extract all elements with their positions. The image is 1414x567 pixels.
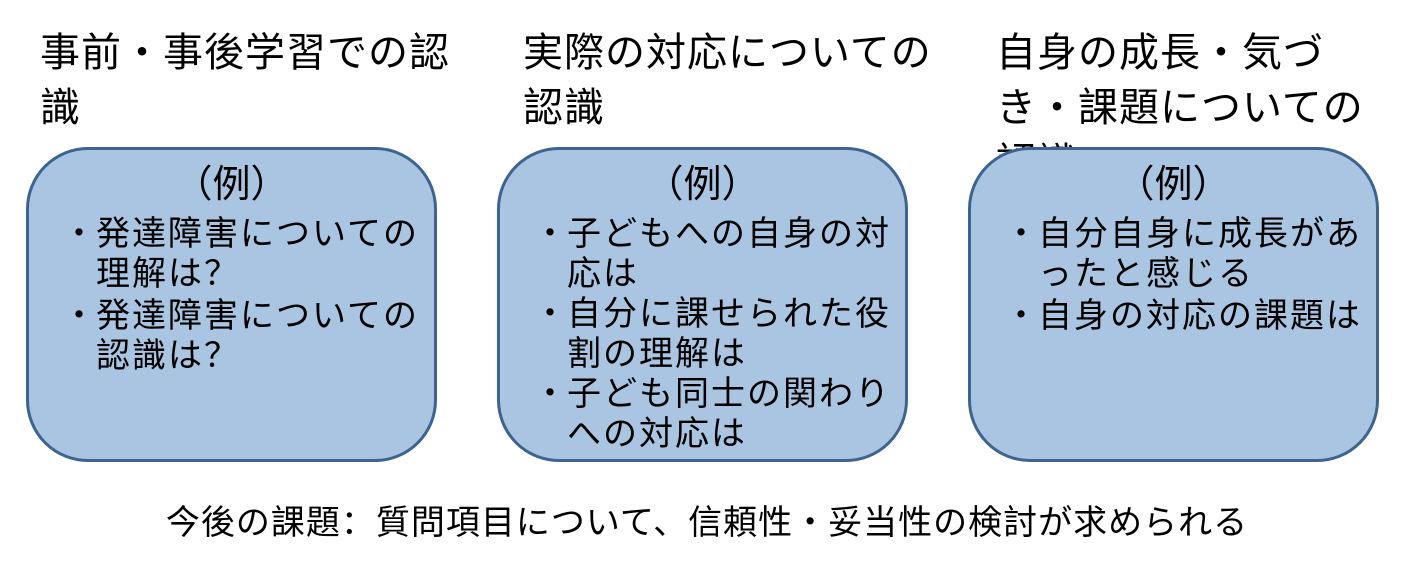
example-label: （例） bbox=[645, 162, 760, 206]
example-list: ・ 自分自身に成長があったと感じる ・ 自身の対応の課題は bbox=[1002, 214, 1362, 338]
column-heading: 事前・事後学習での認識 bbox=[40, 30, 450, 131]
list-item: ・ 発達障害についての認識は？ bbox=[60, 296, 420, 376]
list-item-text: 子どもへの自身の対応は bbox=[567, 214, 891, 294]
list-item: ・ 発達障害についての理解は？ bbox=[60, 214, 420, 294]
list-item: ・ 自分自身に成長があったと感じる bbox=[1002, 214, 1362, 294]
bullet-marker: ・ bbox=[533, 374, 569, 414]
list-item-text: 発達障害についての認識は？ bbox=[96, 296, 419, 376]
example-label: （例） bbox=[1116, 162, 1231, 206]
example-box: （例） ・ 自分自身に成長があったと感じる ・ 自身の対応の課題は bbox=[968, 147, 1379, 462]
bullet-marker: ・ bbox=[62, 296, 98, 336]
list-item-text: 子ども同士の関わりへの対応は bbox=[567, 374, 891, 454]
list-item: ・ 自身の対応の課題は bbox=[1002, 296, 1362, 336]
column-heading: 自身の成長・気づき・課題についての認識 bbox=[996, 30, 1364, 186]
bullet-marker: ・ bbox=[1004, 214, 1040, 254]
example-list: ・ 発達障害についての理解は？ ・ 発達障害についての認識は？ bbox=[60, 214, 420, 378]
list-item-text: 自分に課せられた役割の理解は bbox=[567, 294, 891, 374]
bullet-marker: ・ bbox=[533, 294, 569, 334]
list-item-text: 自分自身に成長があったと感じる bbox=[1038, 214, 1362, 294]
list-item-text: 発達障害についての理解は？ bbox=[96, 214, 419, 294]
list-item: ・ 子ども同士の関わりへの対応は bbox=[531, 374, 891, 454]
example-label: （例） bbox=[174, 162, 289, 206]
bullet-marker: ・ bbox=[62, 214, 98, 254]
bullet-marker: ・ bbox=[533, 214, 569, 254]
column-heading: 実際の対応についての認識 bbox=[523, 30, 932, 131]
future-issues-note: 今後の課題：質問項目について、信頼性・妥当性の検討が求められる bbox=[165, 503, 1249, 543]
bullet-marker: ・ bbox=[1004, 296, 1040, 336]
list-item: ・ 自分に課せられた役割の理解は bbox=[531, 294, 891, 374]
example-box: （例） ・ 発達障害についての理解は？ ・ 発達障害についての認識は？ bbox=[26, 147, 437, 462]
list-item: ・ 子どもへの自身の対応は bbox=[531, 214, 891, 294]
example-box: （例） ・ 子どもへの自身の対応は ・ 自分に課せられた役割の理解は ・ 子ども… bbox=[497, 147, 908, 462]
example-list: ・ 子どもへの自身の対応は ・ 自分に課せられた役割の理解は ・ 子ども同士の関… bbox=[531, 214, 891, 454]
list-item-text: 自身の対応の課題は bbox=[1038, 296, 1362, 336]
